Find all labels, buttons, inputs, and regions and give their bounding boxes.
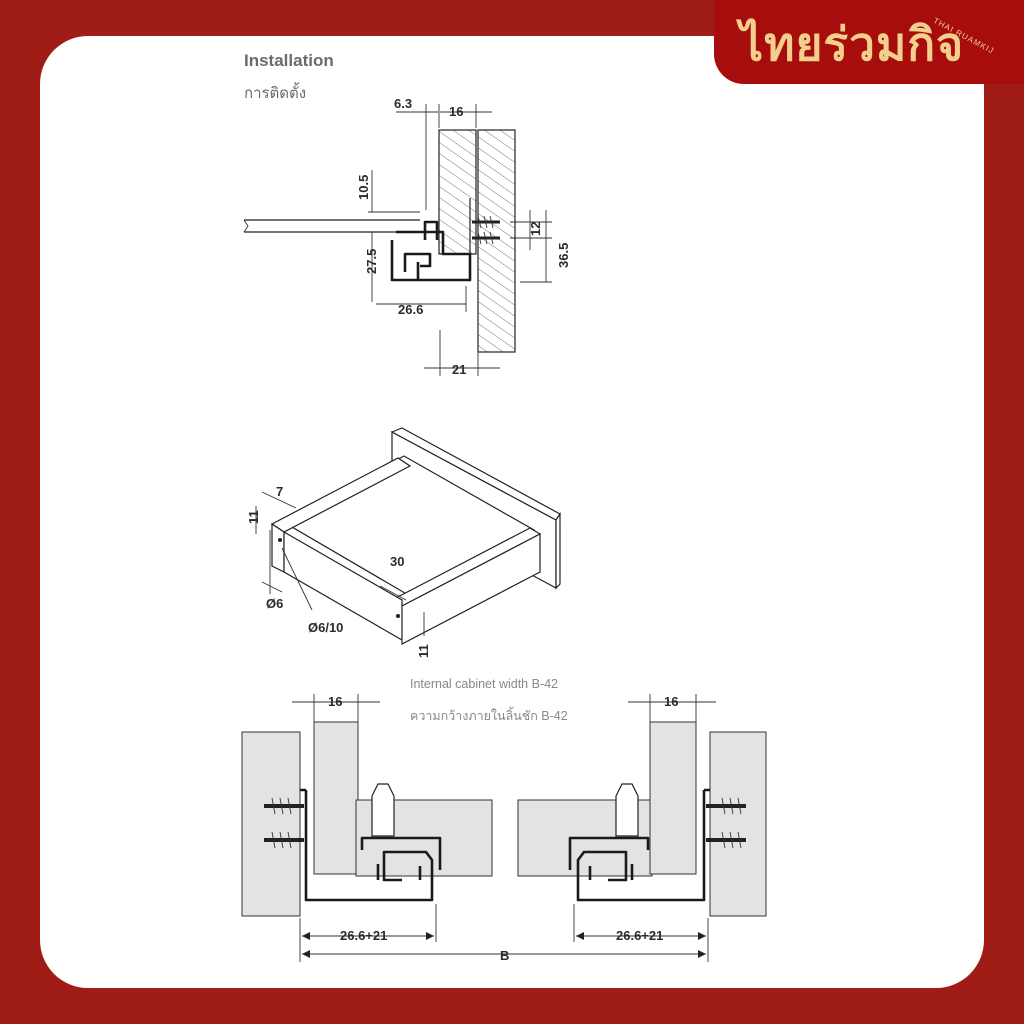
left-screw-icon	[264, 797, 304, 849]
dim-21: 21	[452, 362, 466, 377]
left-runner-profile	[300, 788, 442, 902]
drawer-isometric: 7 11 30 Ø6 Ø6/10 11	[246, 427, 561, 658]
dim-sum-left: 26.6+21	[340, 928, 387, 943]
brand-name: ไทยร่วมกิจ	[740, 17, 965, 71]
dim-16-left: 16	[328, 694, 342, 709]
note-internal-width: Internal cabinet width B-42	[410, 677, 558, 691]
dim-total-b: B	[500, 948, 509, 963]
right-locking-pin	[615, 783, 639, 837]
dim-36-5: 36.5	[556, 243, 571, 268]
dim-27-5: 27.5	[364, 249, 379, 274]
dim-16-right: 16	[664, 694, 678, 709]
screw-icon	[469, 198, 500, 254]
section-subtitle: การติดตั้ง	[244, 82, 306, 102]
brand-logo: ไทยร่วมกิจ THAI RUAMKIJ	[714, 0, 1024, 84]
dim-7: 7	[276, 484, 283, 499]
dim-11-side: 11	[246, 510, 261, 524]
bottom-cross-section: Internal cabinet width B-42 ความกว้างภาย…	[241, 677, 767, 963]
dim-10-5: 10.5	[356, 175, 371, 200]
dim-16-top: 16	[449, 104, 463, 119]
top-cross-section: 6.3 16 10.5 12 36.5 27.5 26.6 21	[243, 96, 571, 377]
dim-diameter-6-10: Ø6/10	[308, 620, 343, 635]
dim-6-3: 6.3	[394, 96, 412, 111]
right-runner-profile	[568, 788, 710, 902]
dim-11-front: 11	[416, 644, 431, 658]
dim-26-6: 26.6	[398, 302, 423, 317]
dim-30: 30	[390, 554, 404, 569]
right-screw-icon	[706, 797, 746, 849]
dim-diameter-6: Ø6	[266, 596, 283, 611]
left-locking-pin	[371, 783, 395, 837]
dim-sum-right: 26.6+21	[616, 928, 663, 943]
dim-12: 12	[528, 222, 543, 236]
note-internal-width-thai: ความกว้างภายในลิ้นชัก B-42	[410, 706, 568, 723]
cabinet-side-panel	[477, 129, 516, 353]
section-title: Installation	[244, 51, 334, 70]
